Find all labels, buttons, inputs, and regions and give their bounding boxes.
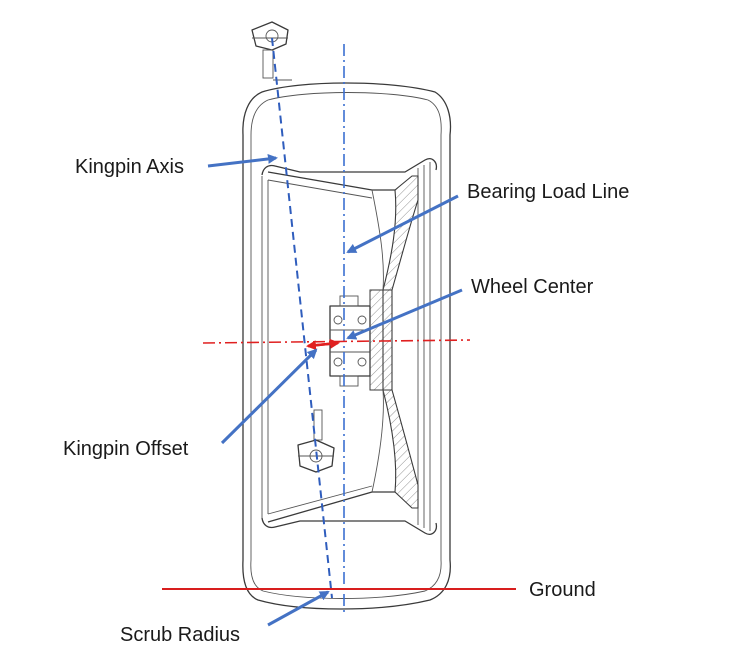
kingpin-offset-label: Kingpin Offset bbox=[63, 438, 189, 460]
upper-bead bbox=[261, 158, 438, 176]
hub-assembly bbox=[329, 289, 384, 391]
wheel-disc-inner-curve bbox=[371, 189, 384, 493]
wheel-disc-lower bbox=[382, 389, 419, 509]
tire-inner-outline bbox=[250, 92, 442, 599]
kingpin-offset-callout-arrow bbox=[220, 348, 318, 445]
scrub-radius-callout-arrow bbox=[267, 590, 330, 627]
ground-label: Ground bbox=[529, 579, 596, 601]
kingpin-axis-line bbox=[271, 37, 333, 599]
wheel-disc-center bbox=[382, 289, 393, 391]
rim-barrel-upper-2 bbox=[267, 179, 373, 199]
rim-barrel-lower-2 bbox=[267, 485, 373, 515]
kingpin-axis-label: Kingpin Axis bbox=[75, 156, 184, 178]
scrub-radius-label: Scrub Radius bbox=[120, 624, 240, 646]
tire-drawing bbox=[242, 21, 452, 610]
upper-ball-joint bbox=[251, 21, 292, 81]
lower-bead bbox=[261, 517, 438, 535]
kingpin-axis-callout-arrow bbox=[207, 153, 278, 168]
wheel-center-callout-arrow bbox=[346, 288, 463, 340]
bearing-load-line-label: Bearing Load Line bbox=[467, 181, 629, 203]
kingpin-offset-arrow-back bbox=[306, 340, 339, 351]
bearing-load-line-callout-arrow bbox=[346, 194, 459, 254]
wheel-center-label: Wheel Center bbox=[471, 276, 594, 298]
tire-outer-outline bbox=[242, 82, 452, 610]
